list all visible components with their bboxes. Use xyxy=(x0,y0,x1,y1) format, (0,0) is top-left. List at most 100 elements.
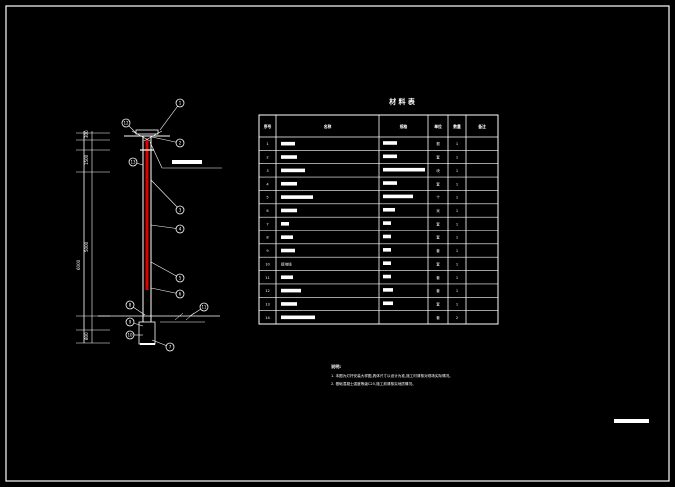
table-cell-spec-block xyxy=(383,154,397,159)
callout-number: 13 xyxy=(130,160,136,165)
table-cell-qty: 2 xyxy=(456,316,458,320)
callout-leader xyxy=(150,179,181,211)
callout-number: 11 xyxy=(201,305,207,310)
table-cell-unit: 套 xyxy=(436,155,440,160)
table-cell-qty: 1 xyxy=(456,262,458,266)
table-cell-unit: 套 xyxy=(436,301,440,306)
label-block xyxy=(172,160,202,164)
table-cell-qty: 1 xyxy=(456,222,458,226)
table-cell-no: 4 xyxy=(266,182,269,186)
callout-number: 12 xyxy=(123,121,129,126)
table-cell-unit: 套 xyxy=(436,315,440,320)
callout-number: 3 xyxy=(179,208,182,213)
callout-circle xyxy=(128,157,138,167)
table-cell-unit: 套 xyxy=(436,221,440,226)
callout-circle xyxy=(175,289,185,299)
table-cell-no: 1 xyxy=(266,142,268,146)
table-cell-spec-block xyxy=(383,207,395,212)
callout-circle xyxy=(165,342,175,352)
dim-label: 1500 xyxy=(84,154,89,165)
notes-line-1: 1. 本图为灯杆安装大样图,具体尺寸以设计为准,施工时请核对现场实际情况。 xyxy=(331,373,453,378)
callout-number: 6 xyxy=(179,292,182,297)
table-cell-name-block xyxy=(281,288,301,293)
callout-number: 9 xyxy=(129,320,132,325)
pole-elevation: 300 1500 6000 5000 800 xyxy=(76,129,222,345)
table-cell-spec-block xyxy=(383,288,393,292)
table-cell-qty: 1 xyxy=(456,169,458,173)
table-cell-no: 6 xyxy=(266,209,269,213)
ground-hatch xyxy=(174,312,184,321)
table-cell-name-block xyxy=(281,248,295,253)
table-cell-name-block xyxy=(281,208,297,213)
table-cell-name-block xyxy=(281,275,293,280)
table-cell-name-block xyxy=(281,195,313,199)
table-cell-qty: 1 xyxy=(456,182,458,186)
callout-circle xyxy=(125,330,135,340)
table-cell-qty: 1 xyxy=(456,196,458,200)
table-cell-spec-block xyxy=(383,221,391,225)
table-cell-name-block xyxy=(281,302,297,306)
callout-leader xyxy=(150,224,181,230)
table-header-cell: 名称 xyxy=(324,124,332,129)
table-cell-unit: 套 xyxy=(436,288,440,293)
table-cell-no: 8 xyxy=(266,236,269,240)
table-cell-qty: 1 xyxy=(456,209,458,213)
table-cell-spec-block xyxy=(383,141,397,145)
table-cell-no: 13 xyxy=(265,302,270,306)
callout-number: 2 xyxy=(179,141,182,146)
sheet-border xyxy=(5,5,670,482)
table-cell-spec-block xyxy=(383,167,425,172)
lamp-bracket xyxy=(143,130,163,142)
table-cell-no: 12 xyxy=(265,289,270,293)
table-cell-unit: 套 xyxy=(436,248,440,253)
table-cell-name-block xyxy=(281,181,297,186)
table-cell-unit: 套 xyxy=(436,181,440,186)
table-title: 材 料 表 xyxy=(388,97,416,106)
table-cell-qty: 1 xyxy=(456,302,458,306)
callout-leader xyxy=(150,261,181,279)
table-cell-no: 11 xyxy=(265,276,270,280)
table-cell-qty: 1 xyxy=(456,249,458,253)
table-cell-name-block xyxy=(281,141,295,146)
table-cell-name-block xyxy=(281,235,293,239)
table-cell-no: 3 xyxy=(266,169,268,173)
table-cell-unit: 套 xyxy=(436,275,440,280)
table-cell-name-block xyxy=(281,155,297,159)
table-header-cell: 单位 xyxy=(434,124,442,129)
table-header-cell: 数量 xyxy=(452,124,461,129)
leader-line xyxy=(149,141,163,169)
table-cell-unit: 套 xyxy=(436,261,440,266)
notes-line-2: 2. 基础混凝土强度等级C25,施工前请核实地质情况。 xyxy=(331,381,416,386)
callout-number: 1 xyxy=(179,101,182,106)
dim-label: 6000 xyxy=(76,259,81,270)
table-cell-no: 2 xyxy=(266,156,268,160)
callout-circle xyxy=(121,118,131,128)
table-header-cell: 规格 xyxy=(399,124,408,129)
table-cell-qty: 1 xyxy=(456,236,458,240)
table-cell-unit: 个 xyxy=(436,195,440,200)
table-frame xyxy=(258,114,499,325)
table-cell-spec-block xyxy=(383,274,391,279)
table-cell-spec-block xyxy=(383,234,391,239)
table-cell-unit: 块 xyxy=(436,168,440,173)
table-cell-spec-block xyxy=(383,301,393,306)
dim-label: 800 xyxy=(84,332,89,340)
callout-circle xyxy=(125,317,135,327)
callout-circle xyxy=(175,138,185,148)
table-cell-unit: 套 xyxy=(436,235,440,240)
table-cell-qty: 1 xyxy=(456,289,458,293)
table-cell-spec-block xyxy=(383,261,391,265)
callout-leader xyxy=(150,287,181,295)
table-header-cell: 备注 xyxy=(477,124,486,129)
table-header-cell: 序号 xyxy=(263,124,272,129)
callout-circle xyxy=(199,302,209,312)
callout-leader xyxy=(151,136,181,144)
table-cell-unit: 根 xyxy=(436,141,440,146)
dim-label: 300 xyxy=(84,130,89,138)
callout-circle xyxy=(175,98,185,108)
table-cell-no: 9 xyxy=(266,249,269,253)
table-cell-no: 10 xyxy=(265,262,270,266)
callout-circle xyxy=(175,273,185,283)
